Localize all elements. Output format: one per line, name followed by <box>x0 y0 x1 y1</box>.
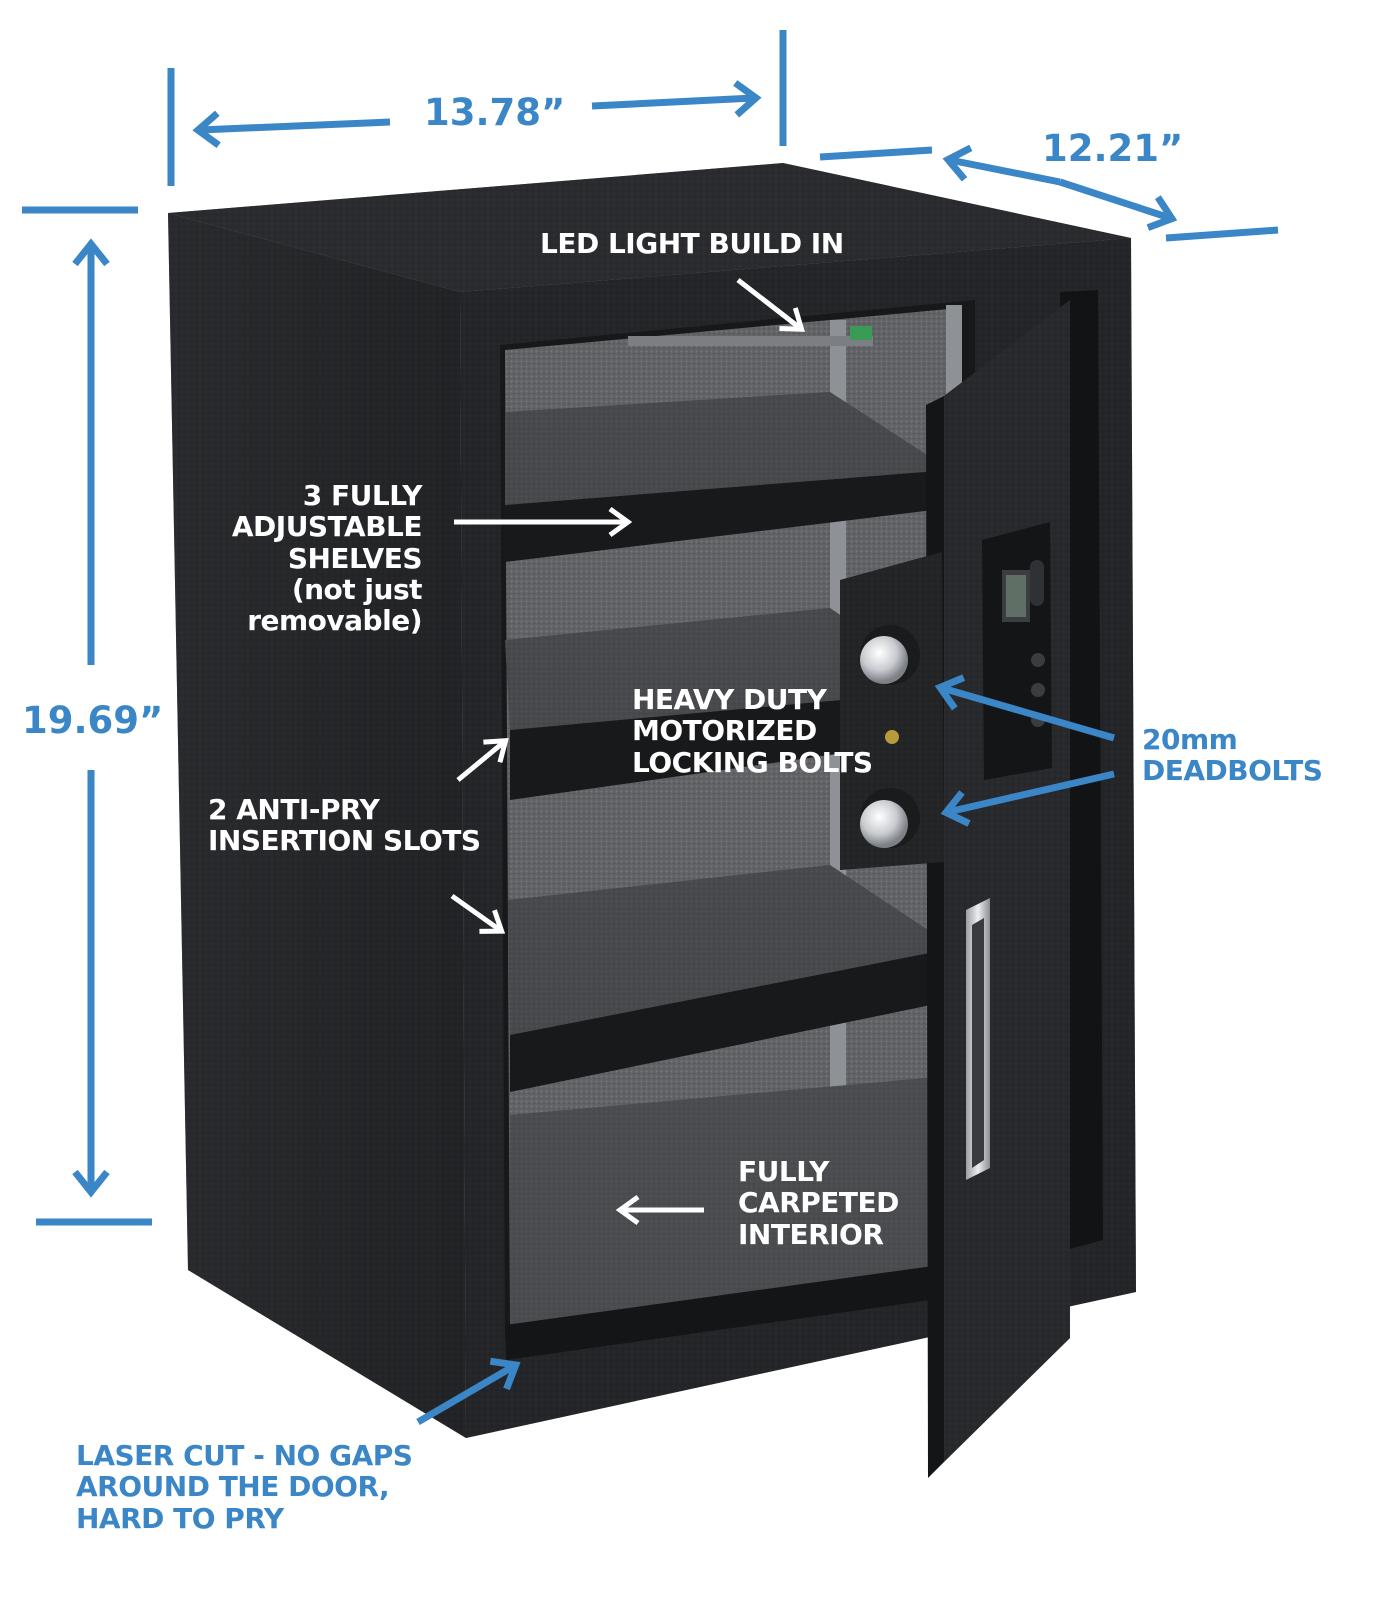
callout-line: LOCKING BOLTS <box>632 745 873 779</box>
anti-pry-slots-callout: 2 ANTI-PRY INSERTION SLOTS <box>208 794 481 857</box>
motorized-bolts-callout: HEAVY DUTY MOTORIZED LOCKING BOLTS <box>632 684 873 778</box>
callout-line: FULLY <box>738 1155 829 1188</box>
adjustable-shelves-callout: 3 FULLY ADJUSTABLE SHELVES (not just rem… <box>196 479 423 638</box>
callout-line: (not just <box>291 573 423 607</box>
laser-cut-callout: LASER CUT - NO GAPS AROUND THE DOOR, HAR… <box>76 1439 413 1535</box>
width-dimension-label: 13.78” <box>424 91 566 134</box>
pointer-arrow-icon <box>934 674 1115 742</box>
callout-line: ADJUSTABLE <box>231 510 423 544</box>
double-headed-arrow-icon <box>192 110 391 149</box>
locking-bolt-bottom <box>860 788 920 848</box>
callout-line: 20mm <box>1142 723 1238 756</box>
pointer-arrow-icon <box>736 278 805 332</box>
height-dimension-label: 19.69” <box>22 699 164 742</box>
callout-line: AROUND THE DOOR, <box>76 1470 390 1504</box>
double-headed-arrow-icon <box>1058 178 1178 231</box>
pointer-arrow-icon <box>416 1357 521 1426</box>
double-headed-arrow-icon <box>591 80 762 118</box>
carpeted-interior-callout: FULLY CARPETED INTERIOR <box>738 1156 899 1250</box>
callout-line: 2 ANTI-PRY <box>208 793 380 826</box>
pointer-arrow-icon <box>940 770 1115 827</box>
callout-line: INTERIOR <box>738 1217 884 1251</box>
callout-line: LASER CUT - NO GAPS <box>76 1439 413 1472</box>
depth-dimension-label: 12.21” <box>1042 127 1184 170</box>
dimension-guides <box>22 30 1279 1226</box>
pointer-arrow-icon <box>456 738 509 782</box>
pointer-arrow-icon <box>450 893 506 934</box>
callout-line: HEAVY DUTY <box>632 683 827 716</box>
deadbolts-callout: 20mm DEADBOLTS <box>1142 723 1323 788</box>
shelf-bottom <box>508 865 955 1092</box>
callout-line: MOTORIZED <box>632 714 817 748</box>
callout-line: HARD TO PRY <box>76 1501 284 1535</box>
safe-floor <box>505 1075 966 1360</box>
callout-line: INSERTION SLOTS <box>208 824 481 858</box>
safe-door <box>840 300 1070 1478</box>
callout-line: SHELVES <box>287 541 423 575</box>
locking-bolt-top <box>860 625 920 685</box>
callout-arrows <box>416 278 1115 1426</box>
shelf-top <box>505 392 950 562</box>
callout-line: DEADBOLTS <box>1142 754 1323 788</box>
safe-interior <box>500 300 975 1340</box>
led-light-callout: LED LIGHT BUILD IN <box>540 227 844 260</box>
double-headed-arrow-icon <box>942 144 1061 186</box>
callout-line: CARPETED <box>738 1186 899 1220</box>
shelf-middle <box>505 608 950 800</box>
callout-line: removable) <box>247 604 422 638</box>
lock-screw-icon <box>885 730 899 744</box>
callout-line: 3 FULLY <box>302 479 423 512</box>
